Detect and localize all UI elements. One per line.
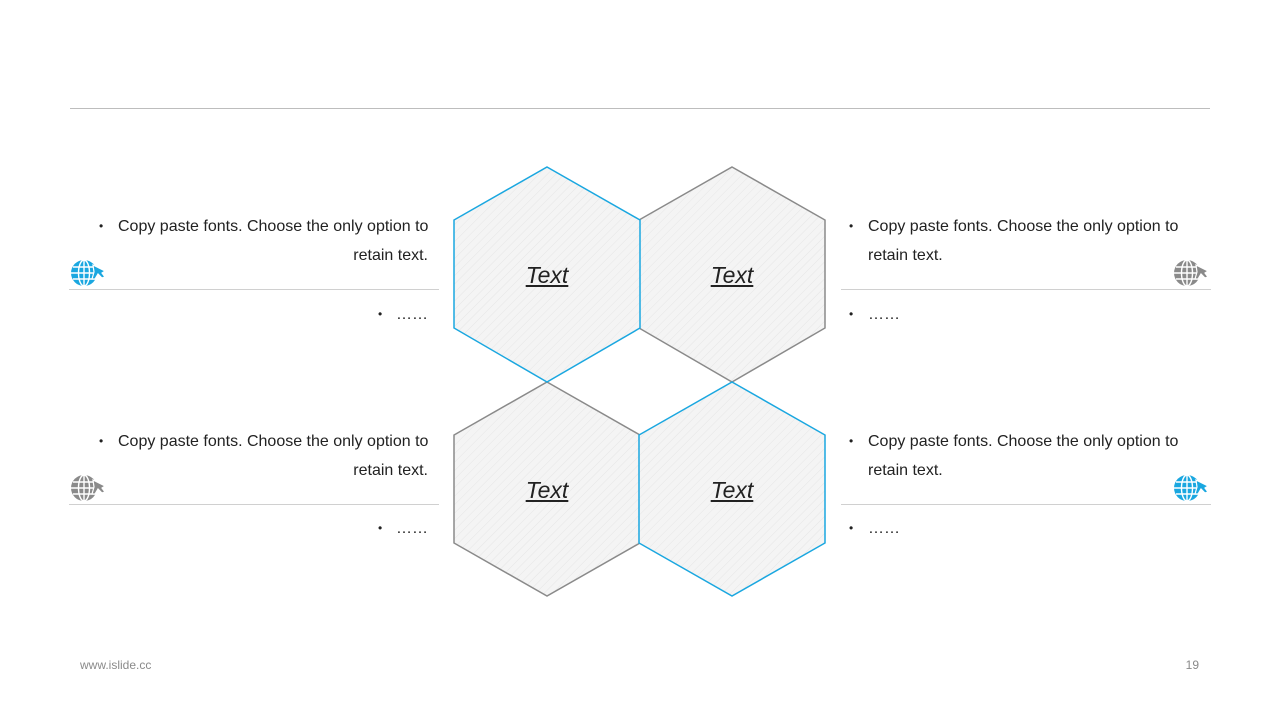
page-number: 19	[1185, 658, 1199, 672]
bullet-dot: •	[378, 307, 383, 321]
hexagon-bottom-left-label: Text	[525, 477, 569, 503]
bullet-dot: •	[849, 521, 854, 535]
footer-url: www.islide.cc	[80, 658, 152, 672]
bullet-dot: •	[99, 434, 104, 448]
block-top-left-line1: Copy paste fonts. Choose the only option…	[118, 218, 429, 235]
block-top-right-sub: ……	[868, 306, 900, 323]
block-bottom-left-line2: retain text.	[353, 462, 428, 479]
block-top-left-divider	[69, 289, 439, 290]
block-bottom-right-line2: retain text.	[868, 462, 943, 479]
globe-plane-icon	[1174, 259, 1210, 287]
hexagon-top-right-label: Text	[710, 262, 754, 288]
block-top-left-sub: ……	[396, 306, 428, 323]
block-top-right-divider	[841, 289, 1211, 290]
bullet-dot: •	[849, 307, 854, 321]
hexagon-bottom-right-label: Text	[710, 477, 754, 503]
globe-plane-icon	[71, 259, 107, 287]
block-bottom-left-line1: Copy paste fonts. Choose the only option…	[118, 433, 429, 450]
bullet-dot: •	[849, 219, 854, 233]
bullet-dot: •	[99, 219, 104, 233]
globe-plane-icon	[1174, 474, 1210, 502]
block-top-left-line2: retain text.	[353, 247, 428, 264]
block-top-right-line2: retain text.	[868, 247, 943, 264]
hexagon-top-left-label: Text	[525, 262, 569, 288]
hexagon-bottom-right	[638, 381, 826, 597]
block-bottom-right-sub: ……	[868, 520, 900, 537]
bullet-dot: •	[849, 434, 854, 448]
block-bottom-left-sub: ……	[396, 520, 428, 537]
block-bottom-right-divider	[841, 504, 1211, 505]
block-bottom-left-divider	[69, 504, 439, 505]
top-rule	[70, 108, 1210, 109]
block-bottom-right-line1: Copy paste fonts. Choose the only option…	[868, 433, 1179, 450]
globe-plane-icon	[71, 474, 107, 502]
hexagon-top-left	[453, 166, 641, 383]
block-top-right-line1: Copy paste fonts. Choose the only option…	[868, 218, 1179, 235]
bullet-dot: •	[378, 521, 383, 535]
